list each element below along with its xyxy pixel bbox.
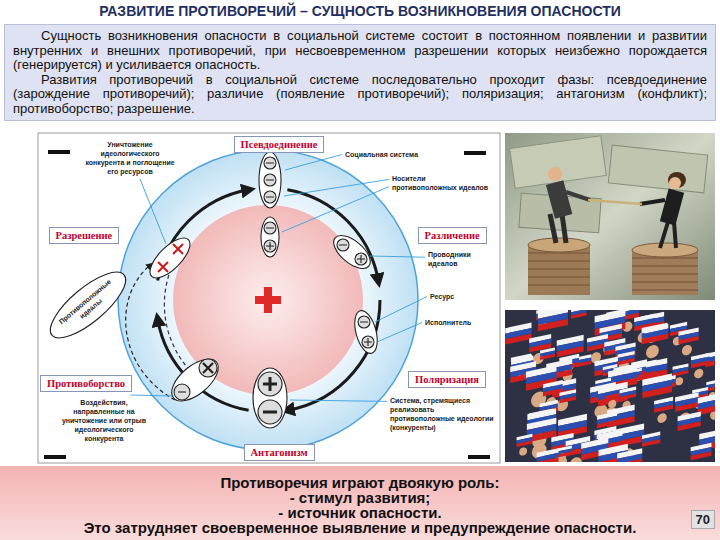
callout-label: Социальная система: [345, 150, 418, 159]
page-number: 70: [696, 512, 710, 527]
flag-figure: [654, 397, 673, 425]
tug-of-war-photo: [505, 133, 715, 300]
callout-label: Ресурс: [430, 292, 454, 301]
phase-name: Поляризация: [415, 373, 479, 386]
callout-label: Уничтожение идеологического конкурента и…: [80, 140, 180, 176]
leader-line: [370, 256, 425, 257]
leader-line: [377, 323, 422, 343]
phase-name: Псевдоединение: [241, 138, 318, 151]
phase-box: Поляризация: [408, 371, 486, 388]
summary-panel: Противоречия играют двоякую роль:- стиму…: [0, 466, 720, 540]
intro-paragraph: Развития противоречий в социальной систе…: [13, 73, 707, 117]
phase-name: Различение: [425, 229, 480, 242]
leader-line: [140, 179, 166, 244]
callout-label: Проводники идеалов: [428, 250, 471, 268]
flag-figure: [691, 443, 712, 460]
summary-line: - стимул развития;: [0, 490, 720, 505]
slide-title: РАЗВИТИЕ ПРОТИВОРЕЧИЙ – СУЩНОСТЬ ВОЗНИКН…: [0, 3, 720, 20]
leader-line: [130, 395, 174, 396]
intro-panel: Сущность возникновения опасности в социа…: [4, 24, 716, 121]
page-number-box: 70: [691, 510, 715, 529]
flag-figure: [505, 323, 531, 345]
leader-line: [290, 400, 387, 401]
leader-lines: [130, 155, 427, 402]
system-elements: [41, 152, 381, 428]
ideal-label: Противоположные идеалы: [57, 277, 119, 333]
callout-label: Система, стремящиеся реализовать противо…: [390, 396, 494, 432]
flag-figure: [571, 310, 586, 319]
flag-figure: [517, 434, 533, 457]
flag-figure: [644, 324, 668, 344]
flag-figure: [678, 327, 698, 357]
leader-line: [282, 187, 389, 232]
intro-paragraph: Сущность возникновения опасности в социа…: [13, 29, 707, 73]
phase-box: Псевдоединение: [234, 136, 325, 153]
plus-sign: [255, 287, 281, 313]
dashed-arrow: [126, 265, 175, 400]
flag-figure: [538, 310, 568, 331]
flag-figure: [605, 386, 621, 410]
flag-figure: [691, 353, 710, 380]
phase-name: Антагонизм: [251, 446, 308, 459]
crowd-photo: [505, 304, 720, 486]
summary-line: Это затрудняет своевременное выявление и…: [0, 520, 720, 535]
phase-box: Различение: [418, 227, 487, 244]
flag-figure: [559, 389, 576, 403]
inner-core: [173, 205, 363, 395]
flag-figure: [597, 412, 617, 429]
dashed-arc: [164, 260, 200, 380]
summary-line: - источник опасности.: [0, 505, 720, 520]
phase-box: Антагонизм: [244, 444, 315, 461]
phase-box: Противоборство: [40, 375, 132, 392]
callout-label: Воздействия, направленные на уничтожение…: [60, 398, 148, 443]
callout-label: Исполнитель: [425, 318, 471, 327]
flag-figure: [617, 448, 642, 462]
flag-figure: [642, 432, 660, 447]
callout-label: Носители противоположных идеалов: [392, 174, 492, 192]
phase-box: Разрешение: [49, 227, 120, 244]
flag-figure: [642, 374, 672, 399]
flag-figure: [540, 347, 555, 359]
summary-line: Противоречия играют двоякую роль:: [0, 475, 720, 490]
phase-name: Противоборство: [47, 377, 125, 390]
flag-figure: [537, 448, 559, 462]
flag-figure: [642, 323, 668, 361]
flag-figure: [678, 412, 701, 431]
phase-name: Разрешение: [56, 229, 113, 242]
leader-line: [285, 155, 342, 171]
diagram-panel: [38, 133, 500, 463]
flag-figure: [557, 445, 572, 462]
outer-halo: [118, 150, 418, 450]
leader-line: [375, 297, 427, 323]
